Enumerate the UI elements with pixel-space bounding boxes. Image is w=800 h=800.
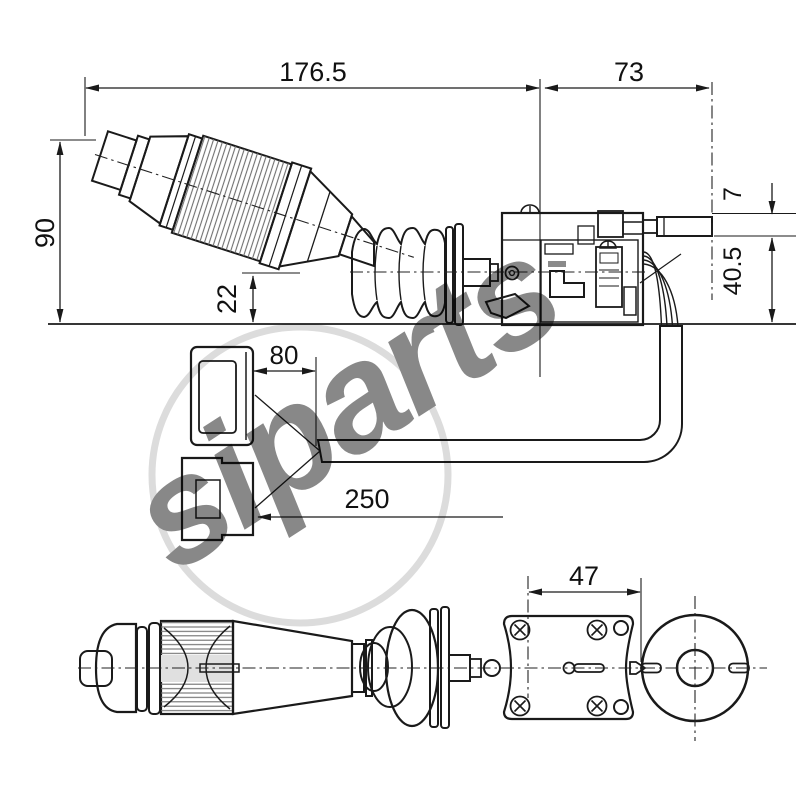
dim-axis-height: 22 (212, 284, 242, 314)
output-knob (656, 216, 713, 237)
dim-body-height: 40.5 (719, 247, 747, 296)
contact-channel (549, 270, 585, 298)
bellows (351, 223, 464, 326)
watermark-circle (148, 323, 452, 627)
handle-axis-centerline (94, 153, 414, 258)
corner-screws (509, 619, 608, 717)
cable-dimensions: 80 250 (253, 340, 503, 521)
dim-cable-length: 250 (344, 484, 389, 514)
bottom-dimensions: 47 (527, 561, 642, 698)
mount-screw-dome (520, 204, 540, 214)
dim-handle-height: 90 (30, 218, 60, 248)
dim-body-length: 73 (614, 57, 644, 87)
shaft-tip (629, 661, 647, 675)
dim-connector-gap: 80 (270, 340, 299, 370)
plunger (595, 246, 623, 308)
bottom-view: 47 (78, 561, 767, 741)
watermark: siparts (101, 204, 587, 627)
dimension-lines: 176.5 73 90 22 7 40.5 (30, 57, 796, 377)
dim-tip-offset: 47 (569, 561, 599, 591)
wire-bundle (639, 251, 682, 327)
connector-lower (180, 456, 255, 542)
detent-lever (484, 292, 531, 320)
dim-total-length: 176.5 (279, 57, 347, 87)
handle-grip (90, 130, 414, 271)
connector-leader-lines (254, 394, 321, 509)
bottom-switch-body (502, 614, 647, 721)
dim-knob-height: 7 (719, 187, 747, 201)
side-view: 176.5 73 90 22 7 40.5 80 250 (30, 57, 796, 542)
cable (316, 325, 683, 463)
